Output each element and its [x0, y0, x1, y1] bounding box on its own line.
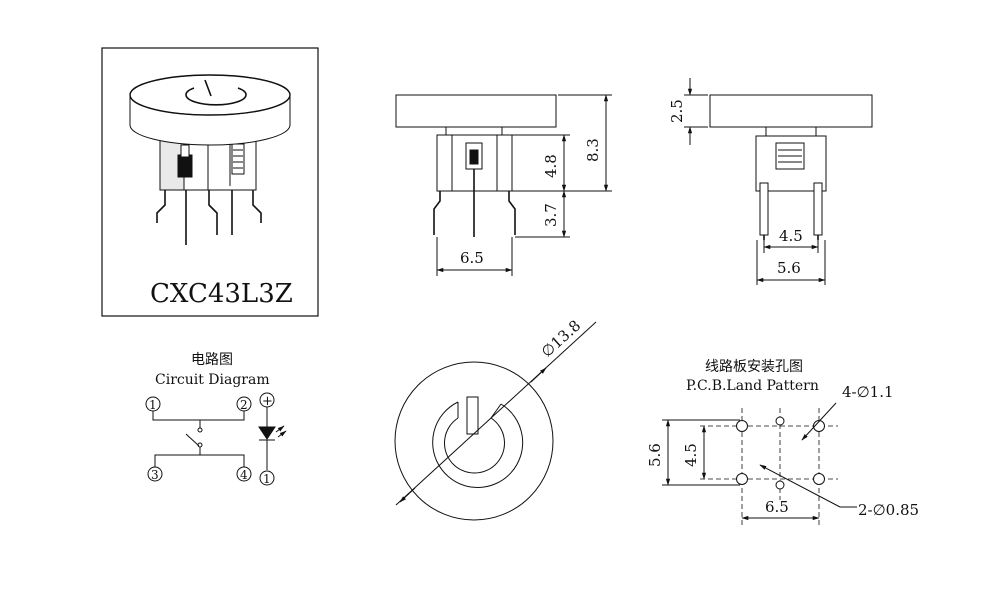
dim-width-side-inner: 4.5	[779, 227, 803, 245]
circuit-pin-3: 3	[151, 468, 159, 482]
dim-width-side-outer: 5.6	[777, 259, 801, 277]
pcb-land-pattern: 线路板安装孔图 P.C.B.Land Pattern 4-∅1.1 2-∅0.8…	[646, 359, 919, 525]
pcb-title-en: P.C.B.Land Pattern	[686, 378, 819, 394]
circuit-pin-2: 2	[240, 398, 248, 412]
power-icon-top	[432, 396, 524, 488]
circuit-pin-4: 4	[240, 468, 248, 482]
circuit-led-minus: 1	[263, 472, 271, 486]
circuit-diagram: 电路图 Circuit Diagram 1 2 3 4 + 1	[145, 352, 287, 486]
dim-cap-height: 2.5	[668, 99, 686, 123]
pcb-dim-h-outer: 5.6	[646, 443, 664, 467]
circuit-title-cn: 电路图	[191, 352, 233, 368]
pcb-dim-h-inner: 4.5	[682, 443, 700, 467]
pcb-dim-w: 6.5	[765, 498, 789, 516]
pcb-hole-large: 4-∅1.1	[842, 383, 894, 401]
pcb-title-cn: 线路板安装孔图	[705, 359, 803, 375]
model-number: CXC43L3Z	[150, 279, 293, 309]
circuit-title-en: Circuit Diagram	[155, 372, 270, 388]
power-icon	[185, 79, 247, 106]
pcb-holes	[736, 416, 825, 490]
front-view: 4.8 3.7 8.3 6.5	[395, 94, 612, 276]
pcb-hole-small: 2-∅0.85	[858, 501, 919, 519]
dim-height-pin: 3.7	[542, 203, 560, 227]
dim-height-total: 8.3	[584, 138, 602, 162]
side-view: 2.5 4.5 5.6	[668, 78, 873, 285]
dim-height-body: 4.8	[542, 154, 560, 178]
circuit-pin-1: 1	[149, 398, 157, 412]
product-photo-panel: CXC43L3Z	[101, 47, 319, 317]
top-view: ∅13.8	[394, 317, 597, 521]
product-3d-illustration	[129, 74, 291, 245]
circuit-led-plus: +	[262, 394, 273, 409]
dim-width-front: 6.5	[460, 249, 484, 267]
